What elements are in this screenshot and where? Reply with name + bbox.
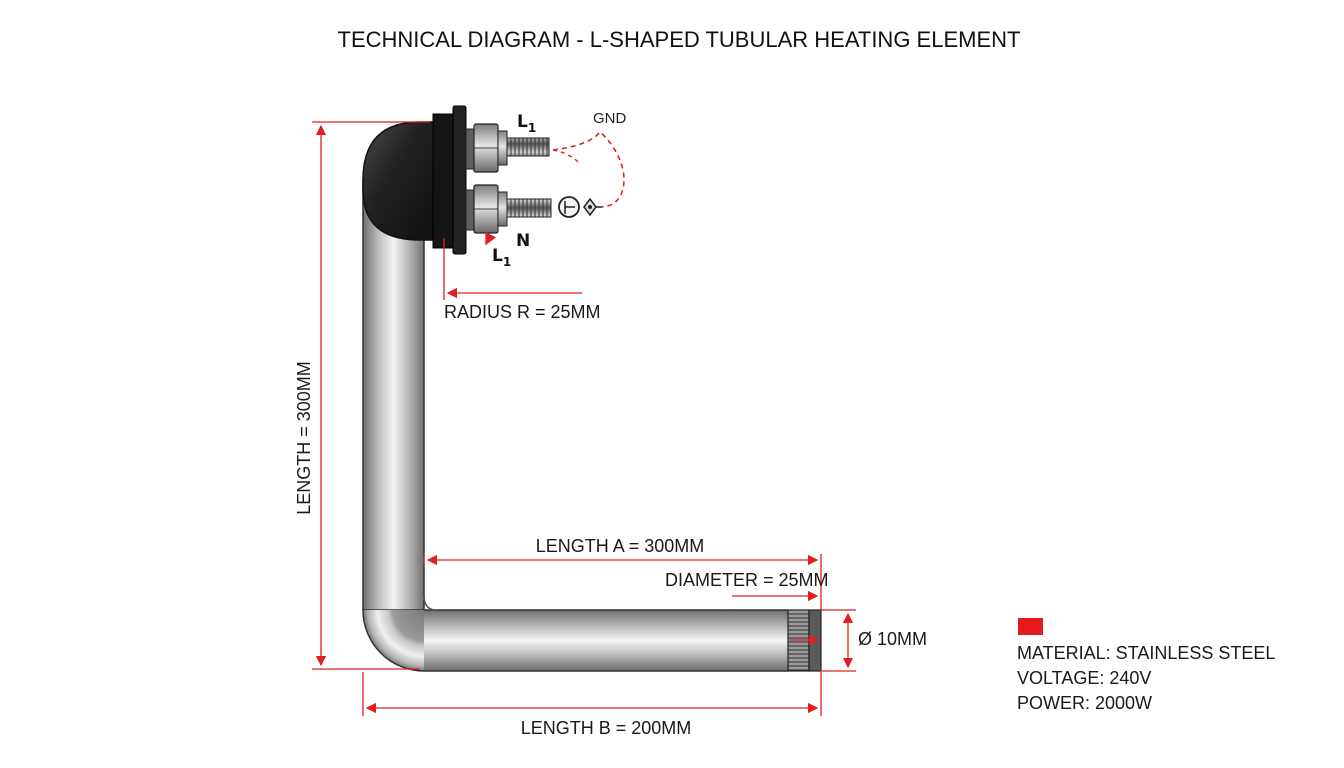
housing-flange — [432, 113, 454, 249]
diagram-title: TECHNICAL DIAGRAM - L-SHAPED TUBULAR HEA… — [338, 27, 1021, 52]
tube-bend — [363, 610, 424, 671]
terminal-top-bolt — [506, 137, 550, 157]
legend-swatch — [1018, 618, 1043, 635]
terminal-label-bottom: L1 — [492, 246, 511, 269]
wing-nut-icon — [583, 197, 602, 217]
dimension-label-radius: RADIUS R = 25MM — [444, 302, 601, 322]
spec-voltage: VOLTAGE: 240V — [1017, 668, 1151, 688]
terminal-top — [465, 123, 550, 173]
housing-dome — [362, 121, 439, 241]
dimension-label-diameter: DIAMETER = 25MM — [665, 570, 829, 590]
dimension-label-length-b: LENGTH B = 200MM — [521, 718, 692, 738]
dimension-label-tube-diameter: Ø 10MM — [858, 629, 927, 649]
tube-vertical-leg — [362, 179, 425, 611]
ground-symbol-icon — [558, 196, 580, 218]
wiring-dashed-line — [552, 130, 625, 208]
spec-material: MATERIAL: STAINLESS STEEL — [1017, 643, 1275, 663]
terminal-label-n: N — [516, 231, 530, 251]
dimension-label-length-a: LENGTH A = 300MM — [536, 536, 705, 556]
heating-tube — [362, 179, 822, 672]
dimension-lines — [312, 121, 856, 716]
terminal-housing — [362, 105, 467, 255]
terminal-label-gnd: GND — [593, 110, 627, 127]
terminal-bottom — [465, 184, 552, 234]
tube-horizontal-leg — [424, 610, 788, 671]
terminal-bottom-bolt — [506, 198, 552, 218]
spec-power: POWER: 2000W — [1017, 693, 1152, 713]
dimension-label-vertical-length: LENGTH = 300MM — [294, 361, 314, 515]
terminal-label-top: L1 — [517, 112, 536, 135]
housing-flange-rim — [452, 105, 467, 255]
